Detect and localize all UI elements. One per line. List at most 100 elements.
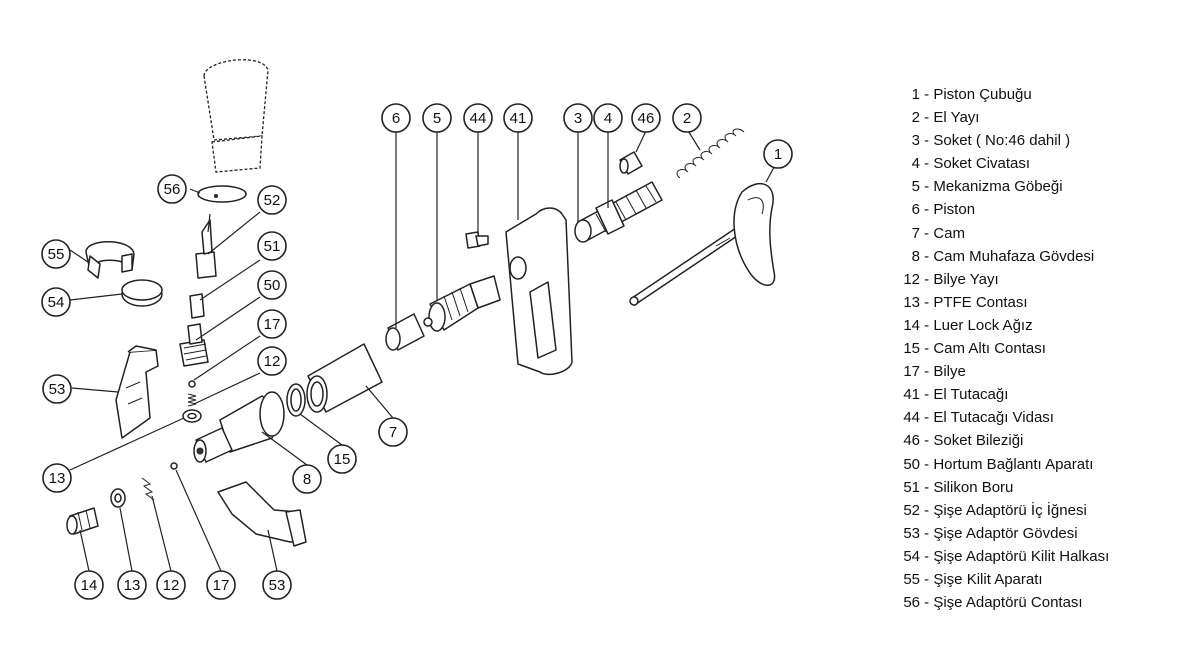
- legend-item-number: 50: [903, 455, 920, 473]
- callout-50: 50: [257, 270, 287, 300]
- legend-separator: -: [920, 386, 934, 404]
- svg-text:3: 3: [574, 110, 582, 127]
- legend-separator: -: [920, 201, 934, 219]
- legend-item-label: Mekanizma Göbeği: [933, 178, 1063, 196]
- part-silicone-tube: [189, 293, 205, 319]
- legend-item-number: 8: [911, 247, 920, 265]
- legend-item-label: PTFE Contası: [933, 293, 1028, 311]
- legend-item-number: 6: [911, 201, 920, 219]
- callout-51: 51: [257, 231, 287, 261]
- legend-item: 50 - Hortum Bağlantı Aparatı: [896, 453, 1186, 476]
- legend-item-number: 46: [903, 432, 920, 450]
- legend-separator: -: [920, 224, 934, 242]
- svg-text:17: 17: [264, 316, 281, 333]
- legend-separator: -: [920, 86, 934, 103]
- legend-item-label: Cam Muhafaza Gövdesi: [933, 247, 1095, 265]
- legend-separator: -: [920, 432, 934, 450]
- part-hand-spring: [676, 128, 745, 179]
- legend-separator: -: [920, 247, 934, 265]
- legend-separator: -: [920, 524, 934, 542]
- legend-item: 13 - PTFE Contası: [896, 291, 1186, 314]
- legend-item-number: 2: [911, 109, 920, 127]
- svg-text:2: 2: [683, 110, 691, 127]
- svg-text:13: 13: [49, 470, 66, 487]
- legend-item-label: Şişe Adaptör Gövdesi: [933, 524, 1078, 542]
- part-glass-gasket: [286, 383, 306, 417]
- legend-item-number: 15: [903, 340, 920, 358]
- legend-item-number: 13: [903, 293, 920, 311]
- callout-15: 15: [327, 444, 357, 474]
- legend-separator: -: [920, 316, 934, 334]
- legend-item: 54 - Şişe Adaptörü Kilit Halkası: [896, 545, 1186, 568]
- svg-text:6: 6: [392, 110, 400, 127]
- legend-item-number: 52: [903, 501, 920, 519]
- callout-41: 41: [503, 103, 533, 133]
- part-ball-spring-lower: [141, 477, 155, 501]
- part-bottle: [203, 59, 269, 173]
- part-piston-rod: [629, 182, 776, 306]
- svg-text:13: 13: [124, 577, 141, 594]
- callout-46: 46: [631, 103, 661, 133]
- callout-17-lower: 17: [206, 570, 236, 600]
- callout-4: 4: [593, 103, 623, 133]
- svg-text:17: 17: [213, 577, 230, 594]
- legend-item-label: Şişe Adaptörü İç İğnesi: [933, 501, 1087, 519]
- legend-item-number: 5: [911, 178, 920, 196]
- exploded-diagram: 1 2 3 4 46 41 44 5 6 7 8 15 56 52 55 54 …: [41, 59, 793, 600]
- callout-5: 5: [422, 103, 452, 133]
- legend-item: 2 - El Yayı: [896, 106, 1186, 129]
- legend-separator: -: [920, 155, 934, 173]
- legend-item: 5 - Mekanizma Göbeği: [896, 175, 1186, 198]
- part-glass-housing: [193, 391, 285, 463]
- svg-text:53: 53: [269, 577, 286, 594]
- part-adapter-body-lower: [217, 481, 307, 547]
- legend-separator: -: [920, 178, 934, 196]
- legend-item: 12 - Bilye Yayı: [896, 268, 1186, 291]
- legend-item-number: 17: [903, 363, 920, 381]
- callout-56: 56: [157, 174, 187, 204]
- legend-item-number: 3: [911, 132, 920, 150]
- legend-item-label: Bilye: [933, 363, 966, 381]
- svg-text:52: 52: [264, 192, 281, 209]
- legend-item: 51 - Silikon Boru: [896, 476, 1186, 499]
- legend-separator: -: [920, 409, 934, 427]
- svg-text:51: 51: [264, 238, 281, 255]
- part-ptfe-lower: [110, 488, 126, 508]
- legend-separator: -: [920, 363, 934, 381]
- legend-item: 8 - Cam Muhafaza Gövdesi: [896, 245, 1186, 268]
- legend-item-label: Soket ( No:46 dahil ): [933, 132, 1071, 150]
- legend-item-label: Cam Altı Contası: [933, 340, 1046, 358]
- svg-text:4: 4: [604, 110, 612, 127]
- legend-item-label: Soket Bileziği: [933, 432, 1024, 450]
- legend-item: 53 - Şişe Adaptör Gövdesi: [896, 522, 1186, 545]
- part-bottle-lock: [85, 241, 135, 279]
- legend-item: 52 - Şişe Adaptörü İç İğnesi: [896, 499, 1186, 522]
- legend-item-number: 4: [911, 155, 920, 173]
- svg-text:44: 44: [470, 110, 487, 127]
- svg-text:55: 55: [48, 246, 65, 263]
- legend-item: 55 - Şişe Kilit Aparatı: [896, 568, 1186, 591]
- legend-item-number: 41: [903, 386, 920, 404]
- svg-text:54: 54: [48, 294, 65, 311]
- part-ball-upper: [188, 380, 196, 388]
- callout-7: 7: [378, 417, 408, 447]
- svg-text:46: 46: [638, 110, 655, 127]
- legend-item: 14 - Luer Lock Ağız: [896, 314, 1186, 337]
- legend-separator: -: [920, 547, 934, 565]
- svg-text:1: 1: [774, 146, 782, 163]
- legend-item-label: El Tutacağı Vidası: [933, 409, 1054, 427]
- callout-17-upper: 17: [257, 309, 287, 339]
- callout-13-upper: 13: [42, 463, 72, 493]
- legend-item-label: Şişe Kilit Aparatı: [933, 570, 1043, 588]
- part-socket-ring: [619, 151, 643, 175]
- callout-44: 44: [463, 103, 493, 133]
- part-socket: [574, 181, 663, 243]
- svg-text:7: 7: [389, 424, 397, 441]
- legend-item-number: 7: [911, 224, 920, 242]
- svg-text:5: 5: [433, 110, 441, 127]
- callout-13-lower: 13: [117, 570, 147, 600]
- legend-item-number: 55: [903, 570, 920, 588]
- legend-separator: -: [920, 109, 934, 127]
- legend-separator: -: [920, 293, 934, 311]
